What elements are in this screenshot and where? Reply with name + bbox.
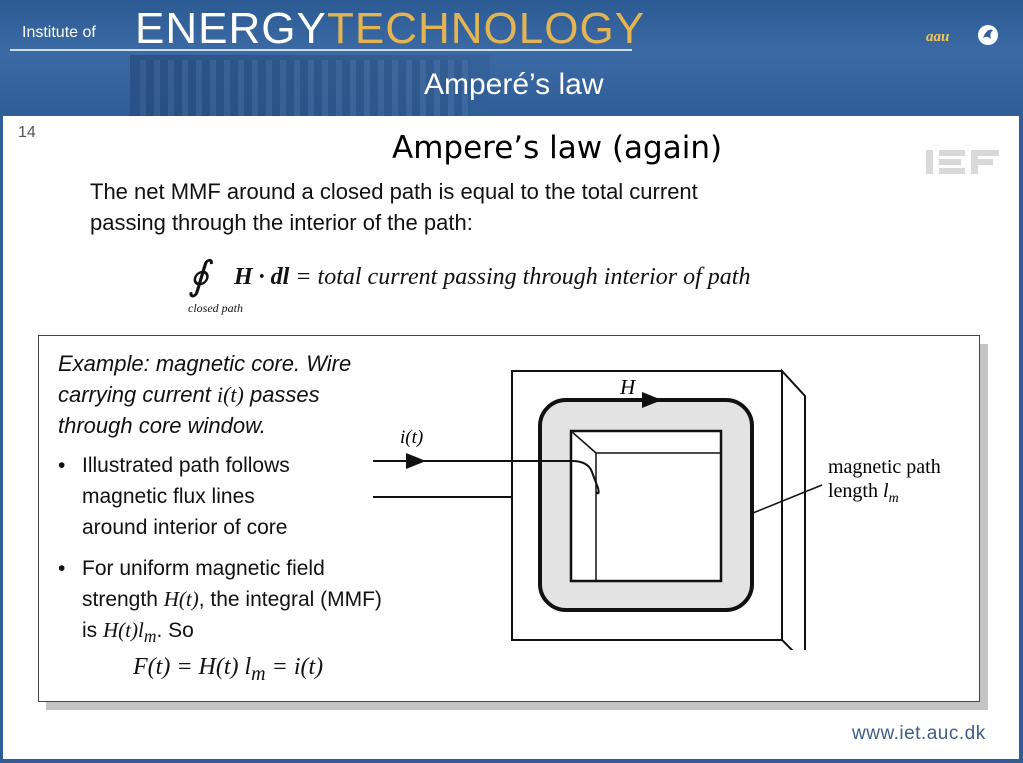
wire-incoming [424, 460, 600, 495]
contour-integral-symbol: ∮ [188, 253, 209, 298]
bullet-2-text: For uniform magnetic field strength H(t)… [82, 553, 462, 652]
bullet-2-line-2b: , the integral (MMF) [198, 588, 382, 611]
path-length-leader [752, 484, 823, 514]
intro-line-2: passing through the interior of the path… [90, 210, 473, 235]
website-link[interactable]: www.iet.auc.dk [852, 723, 986, 744]
formula-rhs: = i(t) [265, 654, 324, 680]
mmf-formula: F(t) = H(t) lm = i(t) [133, 654, 323, 686]
magnetic-core-diagram: H i(t) magnetic path length lm [373, 368, 941, 650]
example-line-2: carrying current i(t) passes [58, 379, 458, 410]
slide-title: Ampere’s law (again) [392, 130, 723, 166]
intro-text: The net MMF around a closed path is equa… [90, 176, 830, 238]
example-line-1: Example: magnetic core. Wire [58, 351, 352, 376]
aau-logo-text: aau [926, 29, 950, 45]
equation-rhs: = total current passing through interior… [295, 264, 751, 290]
intro-line-1: The net MMF around a closed path is equa… [90, 179, 698, 204]
bullet-marker: • [58, 557, 66, 580]
path-length-symbol: l [883, 480, 889, 502]
bullet-2-line-1: For uniform magnetic field [82, 557, 325, 580]
bullet-2-line-3a: is [82, 619, 103, 642]
bullet-1-text: Illustrated path follows magnetic flux l… [82, 450, 462, 543]
header-banner: Institute of ENERGY TECHNOLOGY Amperé’s … [0, 0, 1023, 116]
h-field-label: H [619, 375, 637, 399]
formula-lhs: F(t) = H(t) l [133, 654, 252, 680]
current-symbol: i(t) [216, 382, 244, 407]
equation-expression: H · dl = total current passing through i… [234, 264, 750, 291]
field-strength-symbol: H(t) [163, 587, 199, 611]
slide-border-bottom [0, 759, 1023, 763]
equation-lhs: H · dl [234, 264, 290, 290]
bullet-2-line-2: strength H(t), the integral (MMF) [82, 584, 462, 615]
header-building-image [130, 55, 490, 116]
slide-number: 14 [18, 124, 36, 141]
path-length-subscript: m [889, 491, 899, 506]
bullet-marker: • [58, 454, 66, 477]
mmf-subscript: m [143, 626, 157, 647]
energy-word: ENERGY [135, 4, 327, 53]
bullet-1-line-3: around interior of core [82, 516, 288, 539]
bullet-1-line-2: magnetic flux lines [82, 485, 255, 508]
example-line-2a: carrying current [58, 382, 217, 407]
current-label: i(t) [400, 427, 423, 448]
ief-logo-icon [926, 150, 999, 174]
slide-border-left [0, 116, 3, 763]
header-divider [10, 49, 632, 51]
bullet-2-line-3b: . So [156, 619, 194, 642]
section-title: Amperé’s law [424, 68, 604, 101]
mmf-symbol: H(t)l [103, 618, 144, 642]
equation-subscript: closed path [188, 301, 243, 315]
core-side-face [781, 368, 806, 650]
example-line-3: through core window. [58, 413, 266, 438]
example-heading: Example: magnetic core. Wire carrying cu… [58, 348, 458, 441]
slide-border-right [1019, 116, 1023, 763]
bullet-2-line-3: is H(t)lm. So [82, 615, 462, 652]
example-line-2b: passes [243, 382, 320, 407]
bullet-1-line-1: Illustrated path follows [82, 454, 290, 477]
header-building-texture [140, 60, 470, 116]
path-length-label-line-2: length lm [828, 480, 899, 506]
window-perspective-edge-top [570, 430, 597, 454]
path-length-label-line-1: magnetic path [828, 456, 941, 478]
technology-word: TECHNOLOGY [327, 4, 646, 53]
institute-of-label: Institute of [22, 24, 96, 41]
bullet-2-line-2a: strength [82, 588, 164, 611]
formula-subscript: m [251, 662, 266, 685]
core-bottom-hidden [512, 640, 805, 650]
aau-logo-icon [978, 25, 998, 45]
path-length-label-word: length [828, 480, 883, 502]
example-box [38, 335, 980, 702]
